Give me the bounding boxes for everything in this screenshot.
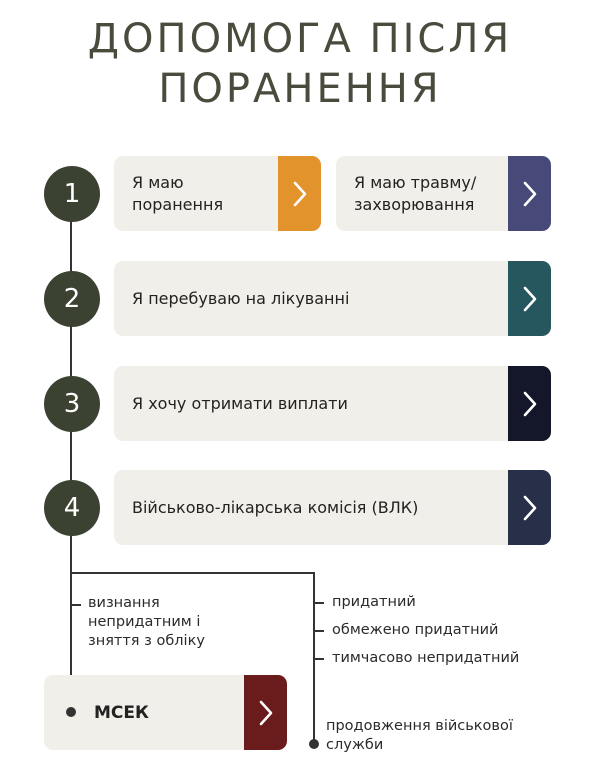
trauma-arrow-button[interactable]: [508, 156, 551, 231]
chevron-right-icon: [523, 286, 536, 311]
step-2-circle: 2: [44, 271, 100, 327]
msek-card-label: МСЕК: [94, 702, 149, 723]
chevron-right-icon: [523, 391, 536, 416]
timeline-line: [70, 180, 72, 716]
chevron-right-icon: [259, 700, 272, 725]
step-3-circle: 3: [44, 376, 100, 432]
trauma-card-label: Я маю травму/захворювання: [354, 172, 477, 214]
outcome-limited: обмежено придатний: [332, 622, 499, 638]
treatment-arrow-button[interactable]: [508, 261, 551, 336]
outcome-temporary: тимчасово непридатний: [332, 650, 520, 666]
chevron-right-icon: [293, 181, 306, 206]
title-line-1: ДОПОМОГА ПІСЛЯ: [87, 16, 513, 62]
vlk-card-label: Військово-лікарська комісія (ВЛК): [132, 497, 419, 517]
branch-connector: [70, 572, 315, 574]
payments-card-label: Я хочу отримати виплати: [132, 393, 348, 413]
extension-connector-dot: [309, 739, 319, 749]
outcome-fit: придатний: [332, 594, 416, 610]
vlk-arrow-button[interactable]: [508, 470, 551, 545]
temporary-tick: [315, 658, 324, 660]
msek-arrow-button[interactable]: [244, 675, 287, 750]
chevron-right-icon: [523, 181, 536, 206]
step-4-circle: 4: [44, 480, 100, 536]
title-line-2: ПОРАНЕННЯ: [158, 66, 442, 112]
outcome-unfit: визнання непридатним і зняття з обліку: [88, 595, 205, 649]
msek-connector-dot: [66, 707, 76, 717]
treatment-card-label: Я перебуваю на лікуванні: [132, 288, 350, 308]
unfit-tick: [72, 604, 81, 606]
trauma-card[interactable]: Я маю травму/захворювання: [336, 156, 551, 231]
chevron-right-icon: [523, 495, 536, 520]
fit-tick: [315, 602, 324, 604]
page-title: ДОПОМОГА ПІСЛЯ ПОРАНЕННЯ: [0, 14, 600, 114]
step-1-circle: 1: [44, 166, 100, 222]
outcome-extension: продовження військової служби: [326, 718, 513, 753]
limited-tick: [315, 630, 324, 632]
vlk-card[interactable]: Військово-лікарська комісія (ВЛК): [114, 470, 551, 545]
treatment-card[interactable]: Я перебуваю на лікуванні: [114, 261, 551, 336]
payments-arrow-button[interactable]: [508, 366, 551, 441]
payments-card[interactable]: Я хочу отримати виплати: [114, 366, 551, 441]
branch-line: [313, 572, 315, 744]
injury-arrow-button[interactable]: [278, 156, 321, 231]
msek-card[interactable]: МСЕК: [44, 675, 287, 750]
